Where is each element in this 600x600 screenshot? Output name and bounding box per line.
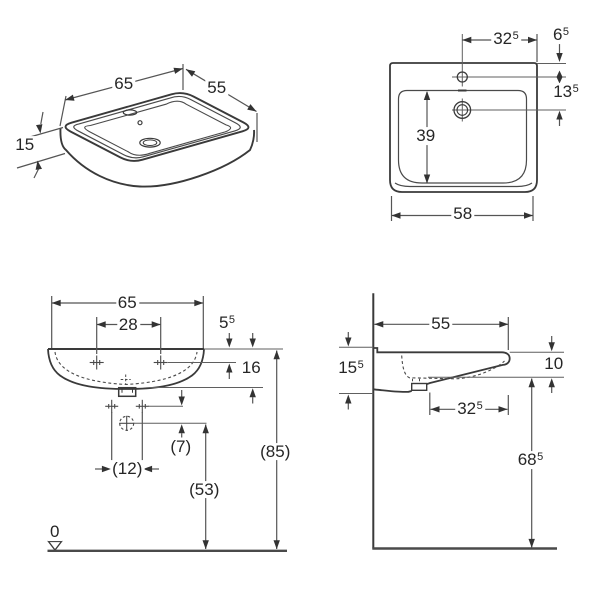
side-drain-offset-label: 325 xyxy=(455,398,485,418)
top-rim-to-tap-label: 65 xyxy=(550,25,572,45)
front-lower-hole-left xyxy=(105,399,119,413)
iso-rim-outer xyxy=(64,92,250,162)
top-bowl-outline xyxy=(397,89,528,184)
side-edge-thickness-label: 10 xyxy=(542,354,566,373)
top-bowl-depth-arrow-down xyxy=(423,174,431,184)
side-drain-offset-arrow-right xyxy=(498,406,508,413)
top-small-dim-diamond xyxy=(556,70,563,84)
front-supply-spacing-arrow-left xyxy=(101,465,111,473)
top-base-width-label: 58 xyxy=(451,205,475,223)
front-drain-cross xyxy=(120,374,131,385)
iso-overflow-hole xyxy=(137,120,143,126)
iso-tap-hole xyxy=(122,109,138,116)
side-depth-arrow-left xyxy=(374,321,384,328)
side-basin-profile xyxy=(373,347,511,386)
top-tap-offset-arrow-left xyxy=(462,36,472,44)
iso-basin-body xyxy=(59,127,256,188)
front-basin-outline xyxy=(47,348,205,390)
front-supply-spacing-arrow-right xyxy=(143,465,153,473)
side-bowl-hidden-outline xyxy=(401,355,505,380)
front-rim-height-arrow-up xyxy=(273,350,280,360)
side-drain-offset-arrow-left xyxy=(430,406,440,413)
front-rim-height-arrow-down xyxy=(273,540,280,550)
side-clearance-label: 685 xyxy=(515,450,546,470)
iso-height-label: 15 xyxy=(13,136,37,154)
isometric-view xyxy=(16,64,258,188)
top-tap-to-bowl-arrow xyxy=(556,110,563,120)
front-view xyxy=(47,296,287,552)
datum-triangle xyxy=(47,540,63,552)
iso-drain-inner xyxy=(142,139,158,146)
iso-depth-arrow-top xyxy=(186,69,196,77)
front-trap-box xyxy=(117,386,137,398)
front-supply-gap-arrow xyxy=(178,424,185,434)
front-rim-thickness-arrow-top xyxy=(226,363,233,373)
front-fixing-hole-right xyxy=(153,355,168,370)
side-apron-bottom xyxy=(373,388,412,393)
front-rim-to-fixing-arrow1 xyxy=(226,338,233,348)
iso-width-arrow-right xyxy=(173,67,183,74)
side-apron-arrow-bottom xyxy=(345,394,352,404)
side-apron-arrow-top xyxy=(345,337,352,347)
top-view xyxy=(389,34,566,221)
top-tap-hole xyxy=(456,71,468,83)
front-width-arrow-right xyxy=(194,299,204,307)
side-clearance-arrow-down xyxy=(528,538,535,548)
top-bowl-depth-label: 39 xyxy=(414,127,438,145)
front-rim-height-label: (85) xyxy=(258,442,293,461)
top-tap-offset-arrow-right xyxy=(528,36,537,44)
side-edge-arrow-bottom xyxy=(548,378,555,388)
front-supply-height-arrow-up xyxy=(202,424,209,434)
top-basin-base-edge xyxy=(394,182,533,188)
iso-depth-label: 55 xyxy=(205,79,229,97)
iso-height-arrow-bottom xyxy=(35,160,42,170)
front-rim-thickness-label: 16 xyxy=(239,358,264,377)
iso-depth-arrow-bottom xyxy=(247,104,257,112)
side-apron-height-label: 155 xyxy=(336,358,366,378)
iso-height-arrow-top xyxy=(36,124,43,134)
front-hole-spacing-arrow-left xyxy=(96,321,106,328)
front-width-arrow-left xyxy=(51,299,61,307)
top-basin-outer xyxy=(389,62,538,193)
top-tap-offset-label: 325 xyxy=(491,29,521,49)
iso-rim-inner xyxy=(73,95,241,159)
iso-height-dimension xyxy=(16,111,66,179)
front-fixing-hole-left xyxy=(89,355,104,370)
front-rim-to-fixing-label: 55 xyxy=(216,313,238,333)
side-clearance-arrow-up xyxy=(528,378,535,388)
side-drain-hidden-lines xyxy=(412,378,420,384)
top-rim-to-tap-arrow xyxy=(556,53,563,62)
side-depth-label: 55 xyxy=(429,314,453,333)
iso-width-arrow-left xyxy=(65,94,75,101)
side-edge-arrow-top xyxy=(548,342,555,352)
front-holes-line-arrow xyxy=(178,396,185,406)
iso-width-label: 65 xyxy=(112,75,136,93)
top-overflow-inner xyxy=(456,104,469,116)
front-supply-height-label: (53) xyxy=(187,480,222,499)
front-width-label: 65 xyxy=(115,294,140,312)
top-overflow-outer xyxy=(453,101,472,119)
front-hole-spacing-label: 28 xyxy=(116,315,141,334)
side-depth-arrow-right xyxy=(499,321,509,328)
top-base-width-arrow-right xyxy=(524,212,533,219)
front-hole-spacing-arrow-right xyxy=(151,321,161,328)
iso-bowl-opening xyxy=(84,100,232,156)
front-lower-hole-right xyxy=(135,399,149,413)
front-rim-thickness-arrow-bottom xyxy=(249,388,256,398)
front-supply-connection xyxy=(119,415,135,431)
datum-zero-label: 0 xyxy=(48,523,62,541)
front-supply-spacing-label: (12) xyxy=(110,460,145,478)
front-supply-gap-label: (7) xyxy=(168,437,194,456)
side-drain-box xyxy=(411,382,428,392)
iso-drain-outer xyxy=(139,137,161,148)
top-base-width-arrow-left xyxy=(391,212,401,219)
front-rim-to-fixing-arrow2 xyxy=(249,338,256,348)
top-tap-to-bowl-label: 135 xyxy=(551,82,581,102)
front-supply-height-arrow-down xyxy=(202,540,209,550)
top-bowl-depth-arrow-up xyxy=(423,91,431,100)
